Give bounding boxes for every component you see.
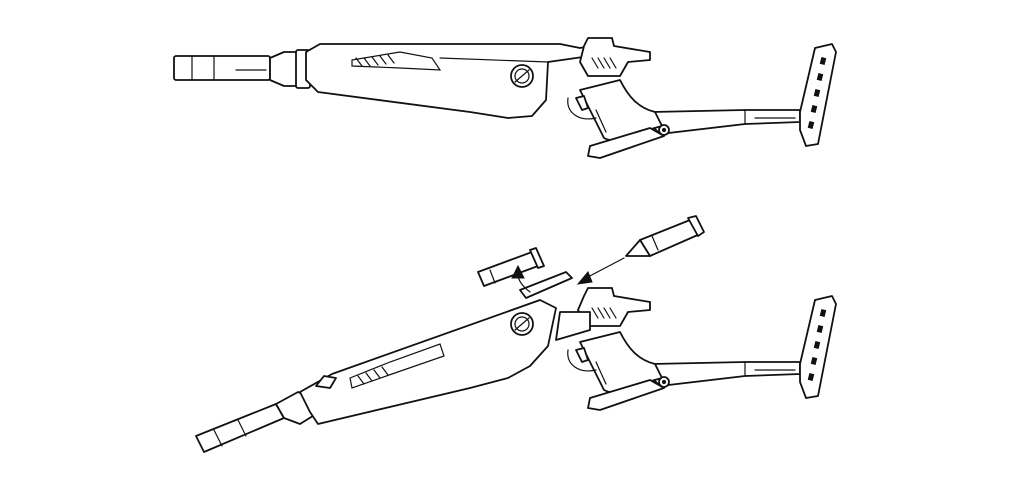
tilted-barrel — [195, 391, 317, 453]
bolt-knob — [510, 64, 534, 88]
rifle-closed-view — [173, 37, 837, 159]
eject-arrow-icon — [511, 264, 531, 293]
barrel — [173, 49, 311, 89]
grip-knurling — [357, 366, 389, 385]
load-arrow-icon — [576, 257, 625, 285]
bullet-icon — [625, 215, 705, 257]
receiver — [305, 43, 591, 119]
bolt-knob — [510, 312, 534, 336]
rear-sight — [555, 287, 651, 341]
grip-knurling — [355, 54, 395, 67]
rear-sight — [579, 37, 651, 77]
tilted-receiver — [299, 271, 573, 425]
rifle-open-loading-view — [195, 215, 837, 453]
spent-cartridge-icon — [477, 247, 545, 287]
